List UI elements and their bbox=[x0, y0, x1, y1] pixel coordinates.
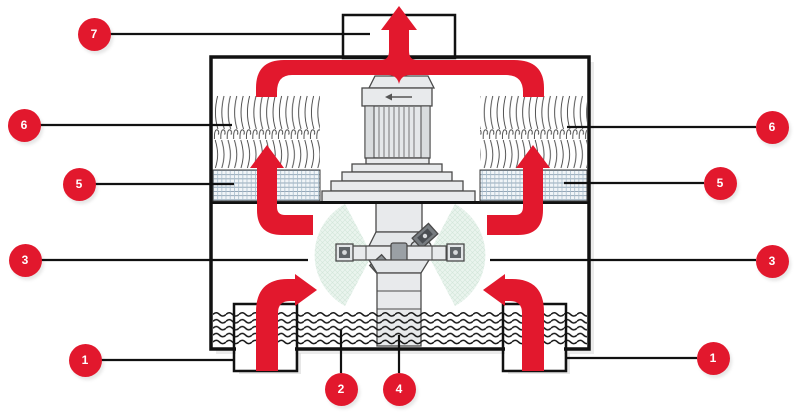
airflow-arrows bbox=[250, 6, 550, 371]
airflow-pad-arrow-left bbox=[250, 145, 313, 235]
callout-3-left: 3 bbox=[8, 243, 42, 277]
pedestal-step-1 bbox=[341, 171, 453, 182]
callout-1-right: 1 bbox=[696, 341, 730, 375]
airflow-inlet-arrow-left bbox=[256, 274, 317, 371]
callout-6-right: 6 bbox=[755, 110, 789, 144]
direction-left-arrow-icon bbox=[385, 93, 412, 101]
callout-5-left: 5 bbox=[62, 167, 96, 201]
pedestal-flange-2 bbox=[351, 163, 443, 173]
callout-2: 2 bbox=[324, 372, 358, 406]
motor-body bbox=[364, 105, 431, 159]
callout-6-left: 6 bbox=[7, 108, 41, 142]
callout-lines bbox=[40, 32, 756, 373]
spray-assembly bbox=[335, 201, 465, 347]
pedestal-step-2 bbox=[330, 180, 464, 192]
callout-1-left: 1 bbox=[68, 343, 102, 377]
pedestal-flange-1 bbox=[365, 157, 430, 165]
motor-assembly bbox=[321, 75, 476, 203]
column-seams bbox=[377, 290, 421, 310]
airflow-inlet-arrow-right bbox=[483, 274, 544, 371]
spray-nozzle-upper-right bbox=[411, 222, 439, 250]
callout-3-right: 3 bbox=[755, 244, 789, 278]
manifold-center-block bbox=[390, 242, 408, 262]
airflow-pad-arrow-right bbox=[487, 145, 550, 235]
callout-7: 7 bbox=[77, 17, 111, 51]
manifold-taper-bottom bbox=[367, 259, 431, 274]
pedestal-base bbox=[321, 190, 476, 203]
callout-5-right: 5 bbox=[703, 166, 737, 200]
airflow-exhaust-arrow bbox=[256, 6, 544, 97]
motor-cap-top bbox=[367, 75, 436, 89]
column-upper bbox=[375, 201, 423, 233]
callout-4: 4 bbox=[382, 372, 416, 406]
motor-ribs bbox=[378, 107, 415, 157]
